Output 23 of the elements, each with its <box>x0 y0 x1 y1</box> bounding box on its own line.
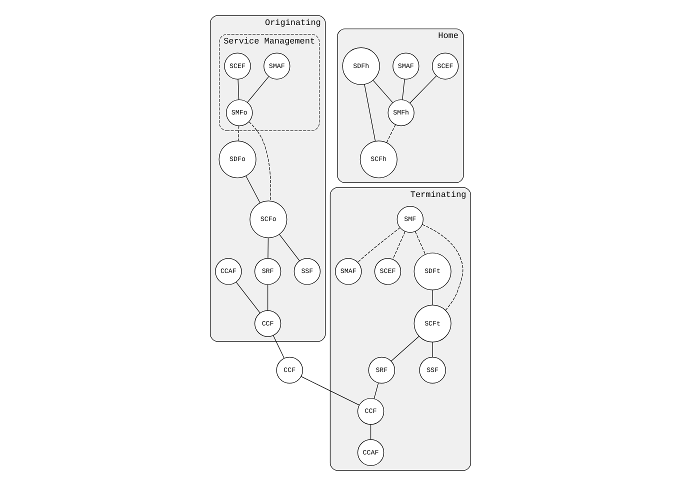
connector <box>247 76 270 103</box>
connector <box>370 424 372 440</box>
connector <box>238 78 240 100</box>
connector <box>248 122 271 202</box>
connector <box>410 76 437 104</box>
connector <box>364 84 376 142</box>
connector <box>390 336 420 362</box>
connector <box>246 176 260 204</box>
connector <box>273 335 284 359</box>
connector <box>300 376 360 406</box>
connector <box>414 231 426 255</box>
connector <box>372 80 394 104</box>
connector <box>402 78 405 100</box>
connector <box>238 125 240 142</box>
connector <box>279 234 300 262</box>
connector <box>358 227 400 262</box>
connector <box>386 124 396 143</box>
connector <box>432 290 433 306</box>
connector <box>432 342 433 358</box>
connector <box>374 382 379 399</box>
connector <box>236 282 260 314</box>
connector <box>392 231 406 260</box>
connector <box>422 224 464 310</box>
